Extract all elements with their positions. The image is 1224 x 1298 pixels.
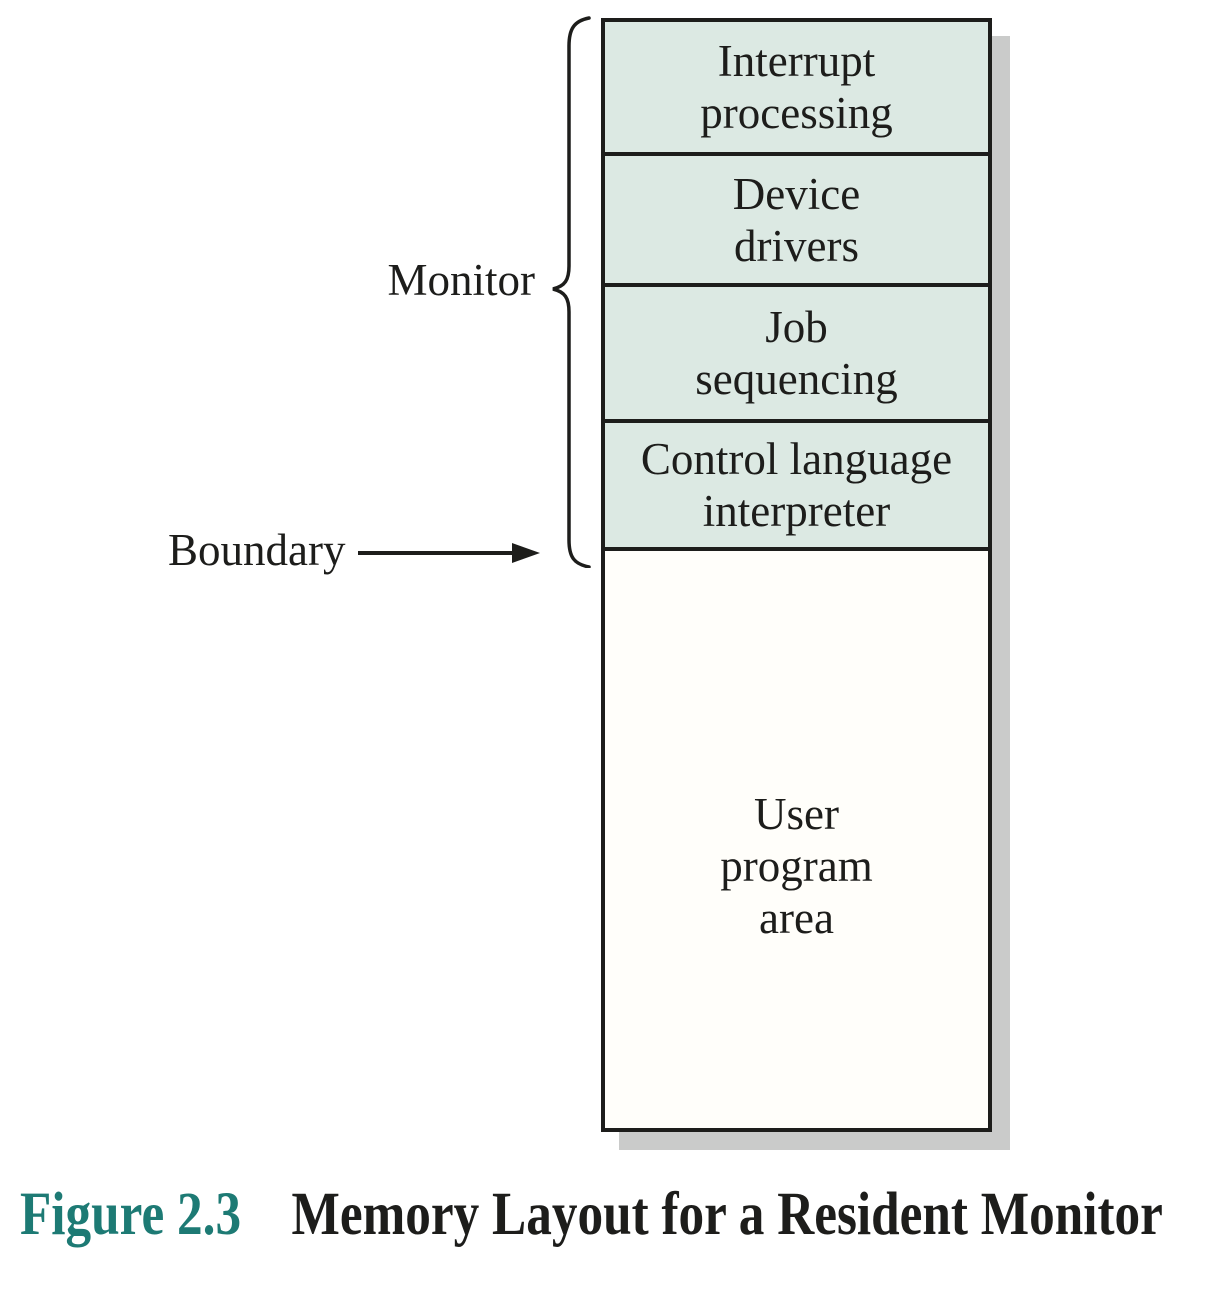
section-label-line: interpreter [702,486,891,536]
boundary-arrow-head-icon [512,543,540,563]
memory-box: Interrupt processing Device drivers Job … [601,18,992,1132]
section-label-line: User [754,788,839,839]
section-label-line: program [720,840,873,891]
figure-title: Memory Layout for a Resident Monitor [291,1181,1163,1248]
memory-section-control-language-interpreter: Control language interpreter [605,423,988,551]
memory-section-device-drivers: Device drivers [605,156,988,287]
section-label-line: Device [732,168,861,219]
memory-section-job-sequencing: Job sequencing [605,287,988,423]
figure-caption: Figure 2.3 Memory Layout for a Resident … [20,1183,1163,1247]
section-label-line: processing [700,88,893,138]
section-label-line: Control language [640,434,953,484]
section-label-line: area [759,892,834,943]
memory-section-interrupt-processing: Interrupt processing [605,22,988,156]
section-label-line: Interrupt [717,36,876,86]
figure-number-label: Figure 2.3 [20,1181,242,1248]
boundary-label: Boundary [168,525,346,575]
memory-section-user-program-area: User program area [605,551,988,1128]
section-label-line: sequencing [695,354,898,404]
section-label-line: Job [765,302,828,352]
monitor-label: Monitor [387,255,535,305]
monitor-brace [552,16,591,568]
section-label-line: drivers [734,220,859,271]
boundary-arrow-line [358,551,518,555]
